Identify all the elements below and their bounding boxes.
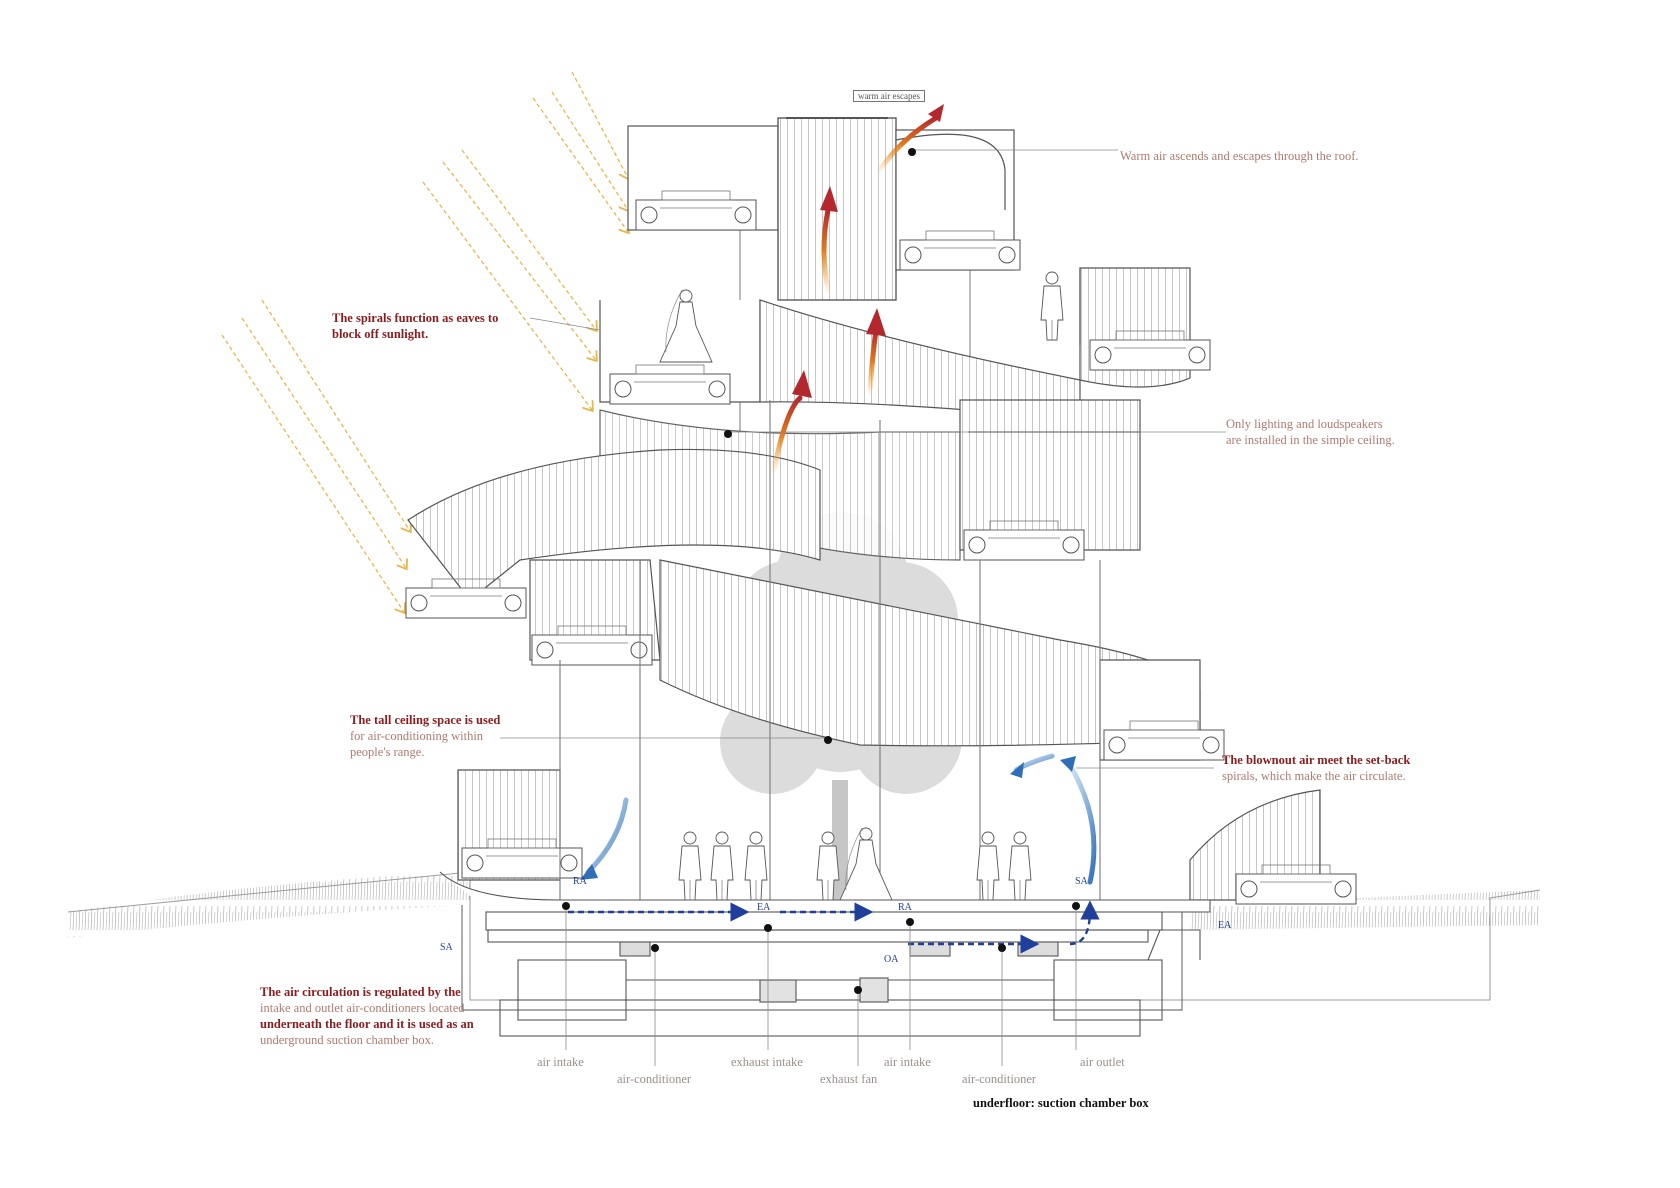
eaves-note-line-2: block off sunlight. xyxy=(332,327,429,341)
ceiling-note-line-2: are installed in the simple ceiling. xyxy=(1226,433,1395,447)
warm-air-arrows xyxy=(771,115,939,473)
circulation-note-line-2: intake and outlet air-conditioners locat… xyxy=(260,1001,465,1015)
ceiling-note: Only lighting and loudspeakers are insta… xyxy=(1226,416,1395,448)
circulation-note-line-1: The air circulation is regulated by the xyxy=(260,985,461,999)
tag-sa-left: SA xyxy=(440,942,453,953)
label-air-outlet: air outlet xyxy=(1080,1055,1125,1069)
label-exhaust-fan: exhaust fan xyxy=(820,1072,878,1086)
eaves-note: The spirals function as eaves to block o… xyxy=(332,310,498,342)
third-level xyxy=(407,399,1141,601)
label-air-conditioner-2: air-conditioner xyxy=(962,1072,1037,1086)
label-underfloor-chamber: underfloor: suction chamber box xyxy=(973,1096,1149,1110)
blownout-note: The blownout air meet the set-back spira… xyxy=(1222,752,1410,784)
sun-rays xyxy=(221,71,628,612)
blownout-note-body: spirals, which make the air circulate. xyxy=(1222,769,1406,783)
cool-air-arrowheads xyxy=(580,756,1076,880)
label-exhaust-intake: exhaust intake xyxy=(731,1055,803,1069)
floor-and-chamber xyxy=(439,871,1211,1037)
tall-ceiling-note: The tall ceiling space is used for air-c… xyxy=(350,712,500,760)
circulation-note-line-4: underground suction chamber box. xyxy=(260,1033,435,1047)
circulation-note-line-3: underneath the floor and it is used as a… xyxy=(260,1017,474,1031)
label-air-intake-2: air intake xyxy=(884,1055,931,1069)
tag-oa: OA xyxy=(884,954,899,965)
roof-note: Warm air ascends and escapes through the… xyxy=(1120,149,1359,163)
tag-sa: SA xyxy=(1075,876,1088,887)
blownout-note-head: The blownout air meet the set-back xyxy=(1222,753,1411,767)
tag-ra-2: RA xyxy=(898,902,912,913)
tag-ra: RA xyxy=(573,876,587,887)
leader-dots xyxy=(562,148,1080,994)
tall-ceiling-note-line-1: for air-conditioning within xyxy=(350,729,484,743)
tag-ea-1: EA xyxy=(757,902,771,913)
circulation-note: The air circulation is regulated by the … xyxy=(260,984,474,1048)
columns xyxy=(559,400,1101,905)
duct-flow-arrows xyxy=(568,900,1100,954)
tall-ceiling-note-line-2: people's range. xyxy=(350,745,425,759)
ground xyxy=(67,871,1541,1011)
ceiling-note-line-1: Only lighting and loudspeakers xyxy=(1226,417,1383,431)
warm-air-arrowheads xyxy=(792,104,944,398)
fourth-level xyxy=(529,559,1201,761)
label-air-intake-1: air intake xyxy=(537,1055,584,1069)
leader-lines xyxy=(500,149,1226,1066)
warm-air-escape-label: warm air escapes xyxy=(853,90,925,102)
label-air-conditioner-1: air-conditioner xyxy=(617,1072,692,1086)
eaves-note-line-1: The spirals function as eaves to xyxy=(332,311,499,325)
tag-ea-2: EA xyxy=(1218,920,1232,931)
tall-ceiling-note-head: The tall ceiling space is used xyxy=(350,713,501,727)
